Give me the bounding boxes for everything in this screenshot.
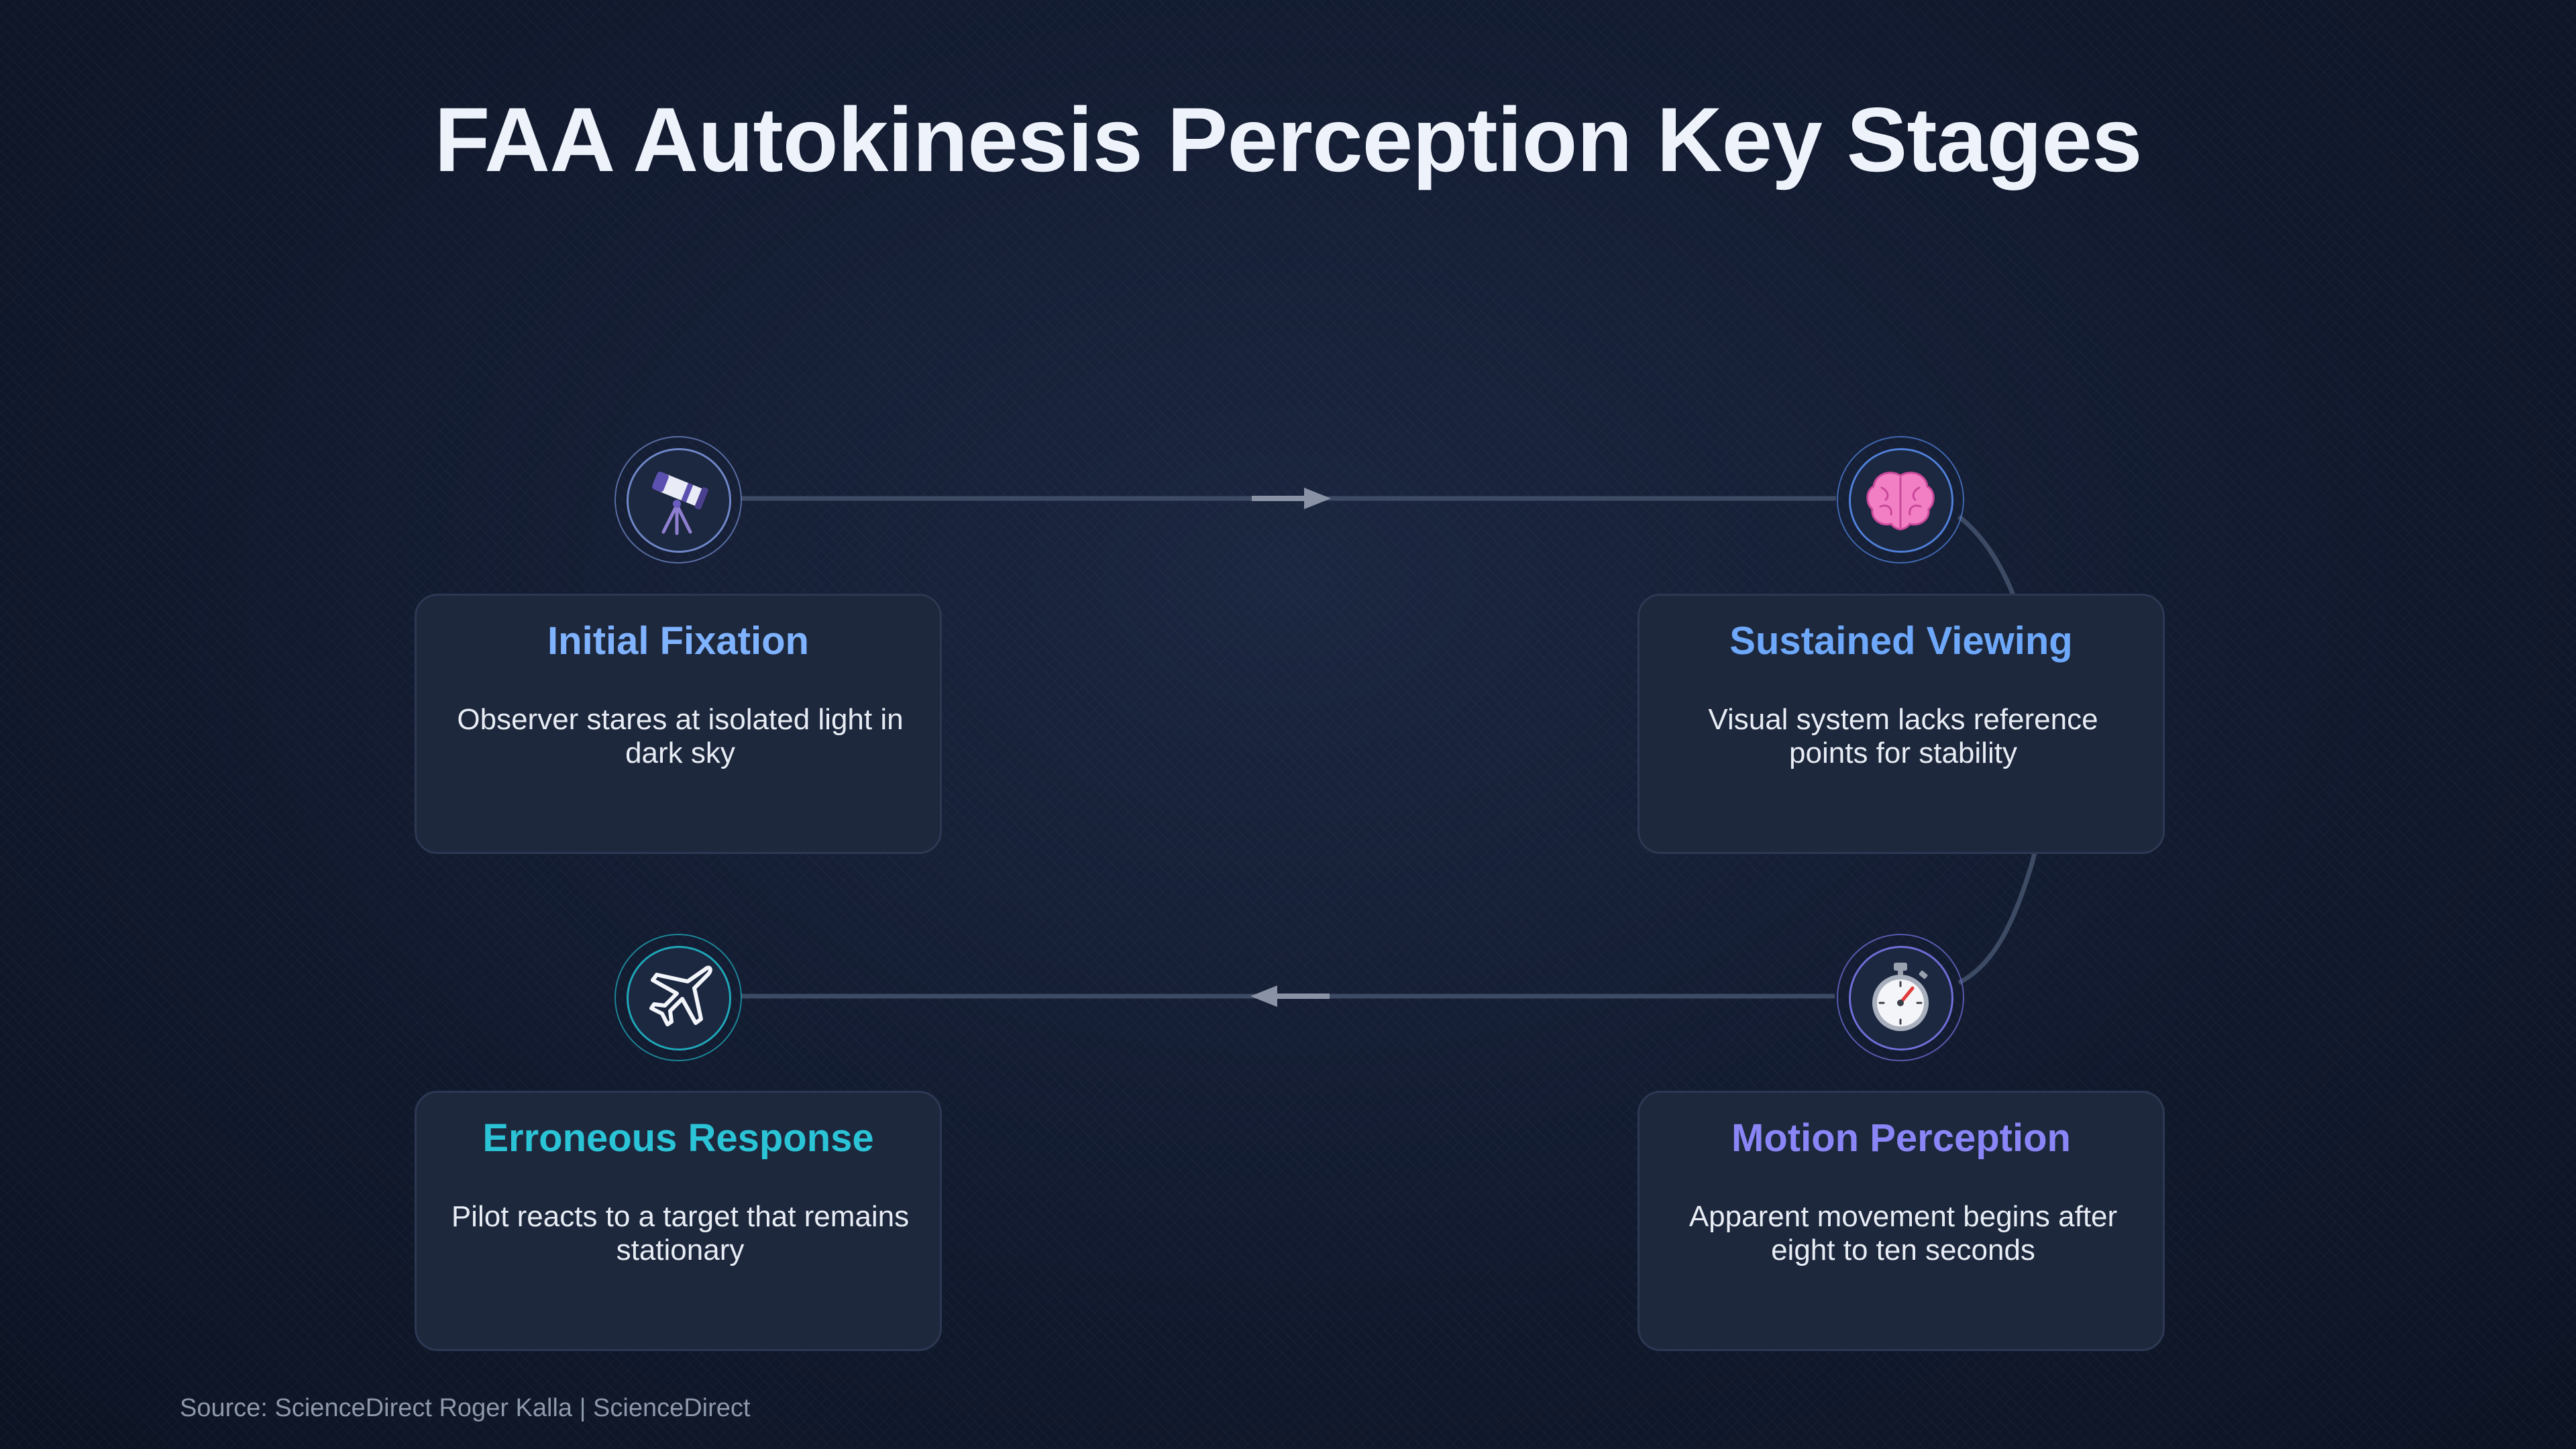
stage-title: Motion Perception — [1731, 1116, 2071, 1160]
stage-title: Initial Fixation — [547, 619, 809, 663]
stage-card-sustained-viewing: Sustained Viewing Visual system lacks re… — [1638, 594, 2165, 854]
telescope-icon — [652, 472, 708, 535]
stage-node-initial-fixation — [614, 436, 742, 564]
stopwatch-icon — [1872, 963, 1929, 1031]
stage-node-erroneous-response — [614, 934, 742, 1061]
airplane-icon — [649, 965, 712, 1026]
page-title: FAA Autokinesis Perception Key Stages — [434, 89, 2142, 191]
stage-description: Visual system lacks reference points for… — [1708, 703, 2098, 769]
arrow-left-icon — [1250, 985, 1330, 1007]
source-citation: Source: ScienceDirect Roger Kalla | Scie… — [180, 1394, 751, 1422]
arrow-right-icon — [1252, 488, 1331, 509]
stage-title: Erroneous Response — [482, 1116, 874, 1160]
stage-description: Observer stares at isolated light in dar… — [457, 703, 904, 769]
stage-node-motion-perception — [1837, 934, 1964, 1061]
stage-description: Apparent movement begins after eight to … — [1688, 1200, 2118, 1267]
stage-title: Sustained Viewing — [1729, 619, 2073, 663]
stage-card-motion-perception: Motion Perception Apparent movement begi… — [1638, 1091, 2165, 1351]
stage-description: Pilot reacts to a target that remains st… — [451, 1200, 910, 1267]
stage-card-erroneous-response: Erroneous Response Pilot reacts to a tar… — [415, 1091, 942, 1351]
brain-icon — [1866, 472, 1935, 531]
stage-node-sustained-viewing — [1837, 436, 1964, 564]
stage-card-initial-fixation: Initial Fixation Observer stares at isol… — [415, 594, 942, 854]
